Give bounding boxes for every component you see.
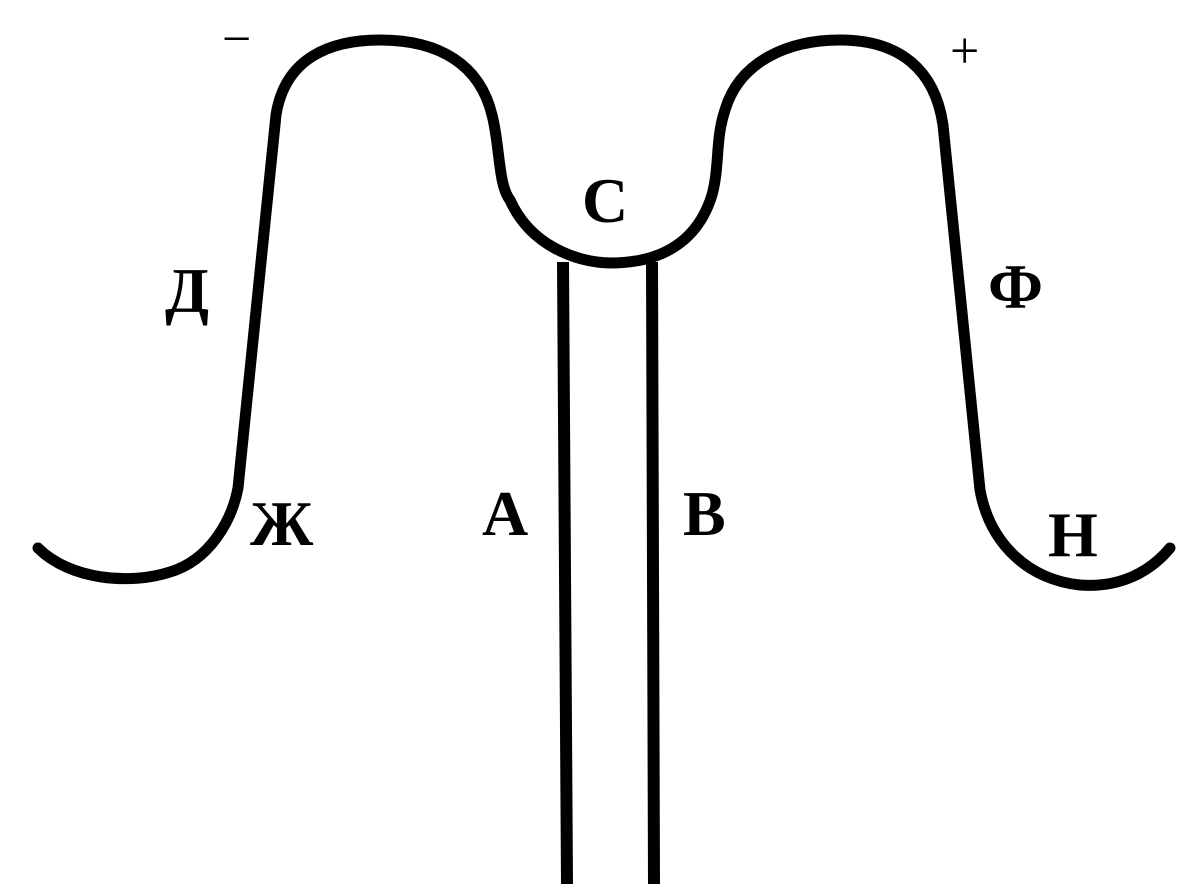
wavy-boundary-curve xyxy=(32,34,1176,591)
label-zh: Ж xyxy=(250,488,314,559)
label-n: Н xyxy=(1048,499,1098,570)
label-a: А xyxy=(482,478,528,549)
label-v: В xyxy=(683,478,726,549)
minus-sign: − xyxy=(222,11,251,68)
plate-v-line xyxy=(646,261,660,885)
label-c: С xyxy=(582,165,628,236)
plate-a-line xyxy=(557,261,573,885)
label-d: Д xyxy=(165,255,209,326)
plus-sign: + xyxy=(950,23,979,80)
label-f: Ф xyxy=(988,251,1043,322)
